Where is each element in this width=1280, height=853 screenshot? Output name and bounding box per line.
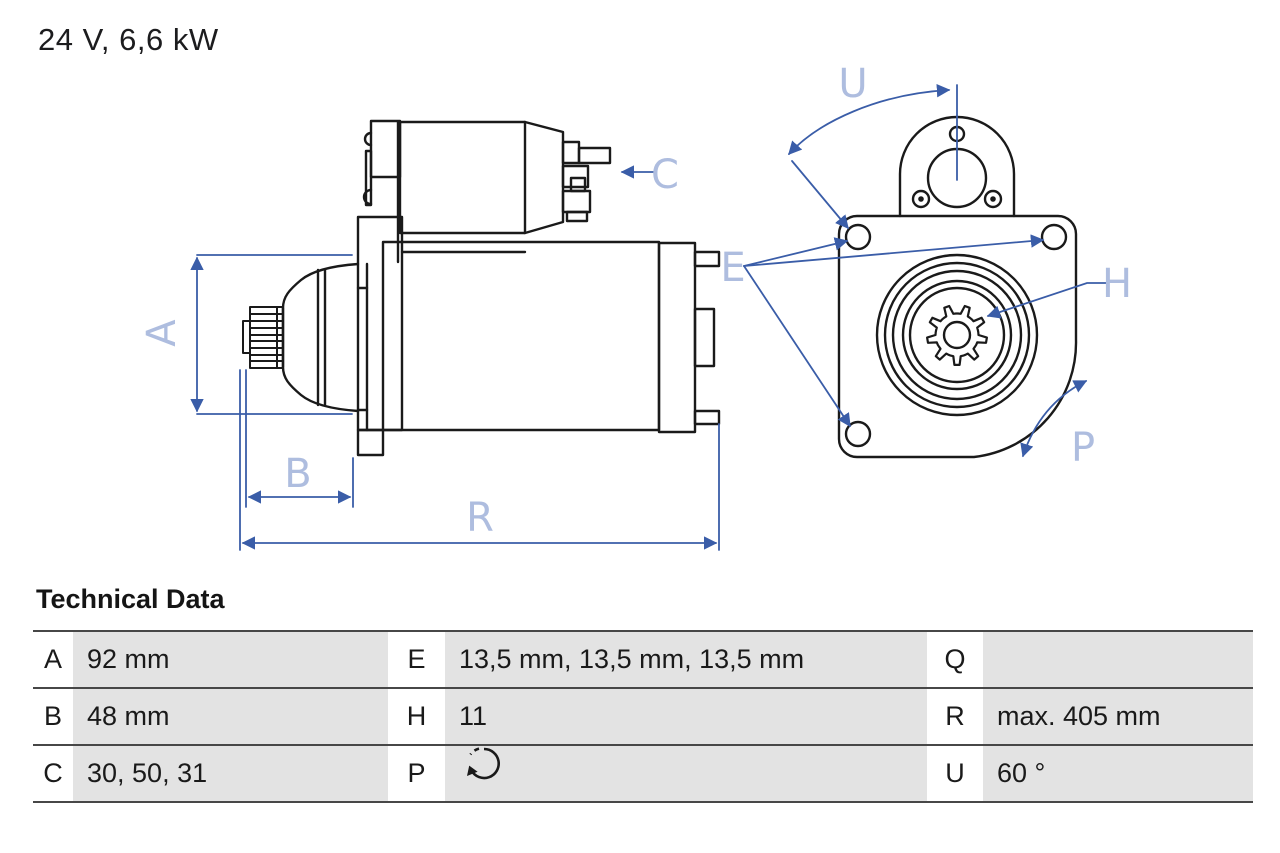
clockwise-rotation-icon [459, 746, 505, 801]
solenoid-cap [523, 120, 565, 235]
dimension-H-leader [986, 282, 1107, 319]
dim-label-C: C [651, 152, 679, 198]
bolt-hole-bottom-left [844, 420, 872, 448]
spec-key-A: A [33, 632, 73, 687]
motor-body [381, 240, 661, 432]
spec-value-B: 48 mm [73, 689, 388, 744]
spec-value-U: 60 ° [983, 746, 1253, 801]
dim-label-H: H [1102, 261, 1132, 307]
commutator-end-cap [657, 241, 721, 434]
dimension-labels: A B R C E U H P [139, 61, 1132, 541]
dim-label-A: A [139, 319, 185, 347]
dimension-A [190, 254, 353, 415]
table-row: B 48 mm H 11 R max. 405 mm [33, 687, 1253, 744]
front-view-drawing [837, 115, 1078, 459]
mounting-flange-side [356, 215, 404, 457]
dimension-R [239, 369, 720, 551]
table-row: A 92 mm E 13,5 mm, 13,5 mm, 13,5 mm Q [33, 630, 1253, 687]
spec-value-E: 13,5 mm, 13,5 mm, 13,5 mm [445, 632, 927, 687]
terminal-studs [561, 140, 612, 223]
dimension-annotations [190, 83, 1107, 551]
top-bracket [898, 115, 1016, 218]
dim-label-P: P [1071, 425, 1095, 471]
section-heading: Technical Data [36, 584, 225, 614]
dimension-B [245, 369, 354, 508]
spec-value-Q [983, 632, 1253, 687]
dimension-P-arrow [1020, 380, 1088, 458]
mounting-flange-front [837, 214, 1078, 459]
spec-key-P: P [388, 746, 445, 801]
pinion-side [242, 306, 284, 369]
drive-end-housing [281, 262, 360, 413]
dimension-U [788, 83, 958, 230]
spec-key-B: B [33, 689, 73, 744]
spec-value-A: 92 mm [73, 632, 388, 687]
solenoid-body [398, 120, 527, 235]
dim-label-E: E [720, 245, 745, 291]
page-title: 24 V, 6,6 kW [38, 22, 219, 57]
spec-key-R: R [927, 689, 983, 744]
spec-key-H: H [388, 689, 445, 744]
table-row: C 30, 50, 31 P U 60 ° [33, 744, 1253, 803]
technical-data-table: A 92 mm E 13,5 mm, 13,5 mm, 13,5 mm Q B … [33, 630, 1253, 803]
dim-label-R: R [466, 495, 494, 541]
spec-key-U: U [927, 746, 983, 801]
spec-key-Q: Q [927, 632, 983, 687]
spec-value-C: 30, 50, 31 [73, 746, 388, 801]
spec-key-E: E [388, 632, 445, 687]
housing-rings [875, 253, 1039, 417]
spec-key-C: C [33, 746, 73, 801]
spec-value-R: max. 405 mm [983, 689, 1253, 744]
bolt-hole-top-right [1040, 223, 1068, 251]
spec-value-H: 11 [445, 689, 927, 744]
dimension-E-leaders [743, 234, 1045, 428]
side-view-drawing [242, 119, 721, 457]
pinion-shaft-hole [942, 320, 972, 350]
pinion-gear-front [926, 304, 988, 366]
dim-label-U: U [838, 61, 867, 107]
spec-value-P [445, 746, 927, 801]
bolt-hole-top-left [844, 223, 872, 251]
dim-label-B: B [284, 451, 311, 497]
